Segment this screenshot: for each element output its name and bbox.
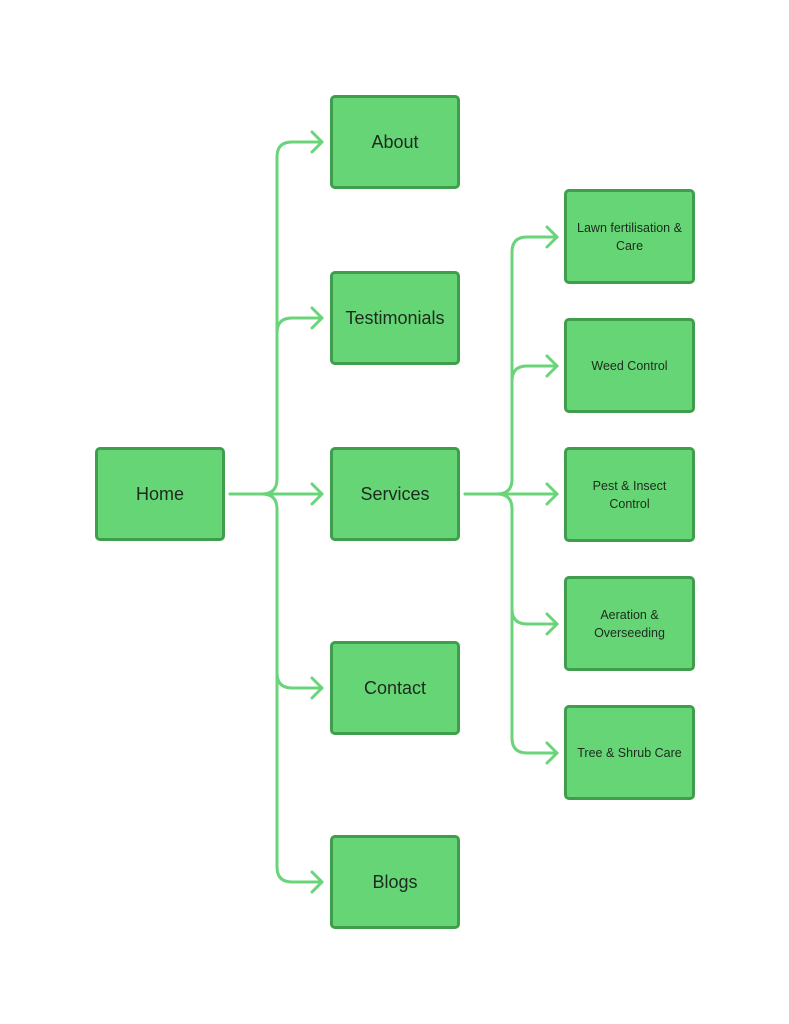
node-label: Tree & Shrub Care xyxy=(577,745,682,760)
edge-services-tree xyxy=(510,607,559,755)
node-about[interactable]: About xyxy=(330,95,460,189)
edge-home-blogs xyxy=(275,671,324,884)
node-label: Home xyxy=(135,483,184,504)
node-label: Weed Control xyxy=(591,358,668,373)
node-tree-shrub-care[interactable]: Tree & Shrub Care xyxy=(564,705,695,800)
node-home[interactable]: Home xyxy=(95,447,225,541)
node-label: Services xyxy=(360,483,430,504)
node-label: Lawn fertilisation & Care xyxy=(577,220,682,253)
node-blogs[interactable]: Blogs xyxy=(330,835,460,929)
arrowhead-lawn xyxy=(545,225,559,249)
arrowhead-services xyxy=(310,482,324,506)
arrowhead-aeration xyxy=(545,612,559,636)
edge-home-testimonials xyxy=(275,316,324,335)
arrowhead-pest xyxy=(545,482,559,506)
edge-home-contact xyxy=(260,492,324,690)
arrowhead-tree xyxy=(545,741,559,765)
node-services[interactable]: Services xyxy=(330,447,460,541)
arrowhead-contact xyxy=(310,676,324,700)
node-label: Blogs xyxy=(372,871,418,892)
edge-services-aeration xyxy=(495,492,559,626)
arrowhead-weed xyxy=(545,354,559,378)
arrowhead-blogs xyxy=(310,870,324,894)
node-label: Testimonials xyxy=(345,307,445,328)
node-lawn-fertilisation[interactable]: Lawn fertilisation & Care xyxy=(564,189,695,284)
arrowhead-about xyxy=(310,130,324,154)
edge-services-weed xyxy=(510,364,559,383)
node-contact[interactable]: Contact xyxy=(330,641,460,735)
node-pest-insect-control[interactable]: Pest & Insect Control xyxy=(564,447,695,542)
node-label: Pest & Insect Control xyxy=(592,478,667,511)
arrowhead-testimonials xyxy=(310,306,324,330)
node-label: About xyxy=(371,131,419,152)
node-aeration-overseeding[interactable]: Aeration & Overseeding xyxy=(564,576,695,671)
node-label: Aeration & Overseeding xyxy=(594,607,665,640)
node-weed-control[interactable]: Weed Control xyxy=(564,318,695,413)
node-label: Contact xyxy=(363,677,427,698)
node-testimonials[interactable]: Testimonials xyxy=(330,271,460,365)
